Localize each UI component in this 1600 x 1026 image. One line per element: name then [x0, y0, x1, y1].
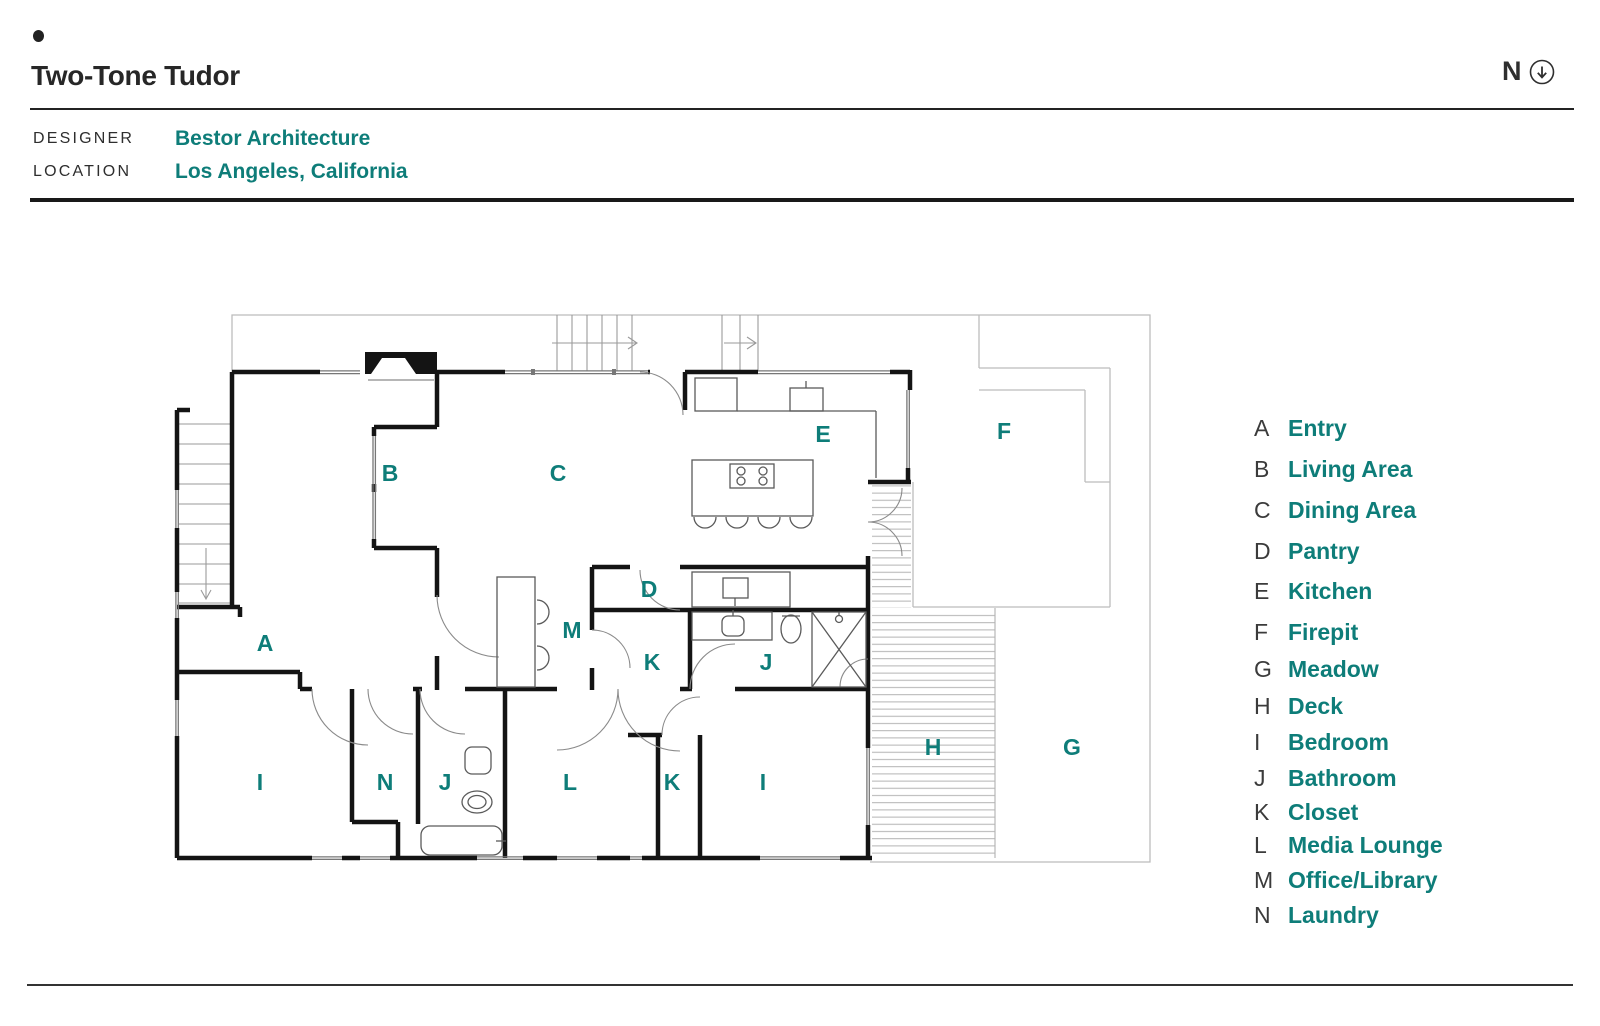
legend-key: B	[1254, 456, 1270, 482]
legend-key: H	[1254, 693, 1271, 719]
room-label-living: B	[382, 460, 399, 486]
legend-label: Dining Area	[1288, 497, 1417, 523]
legend-label: Firepit	[1288, 619, 1359, 645]
legend-label: Office/Library	[1288, 867, 1438, 893]
room-label-closet-2: K	[664, 769, 681, 795]
legend-row-deck: H Deck	[1254, 693, 1343, 721]
circled-down-arrow-icon	[1529, 59, 1555, 85]
legend-label: Media Lounge	[1288, 832, 1443, 858]
legend-key: A	[1254, 415, 1270, 441]
legend-key: J	[1254, 765, 1266, 791]
footer-divider	[27, 984, 1573, 986]
legend-row-firepit: F Firepit	[1254, 619, 1358, 647]
legend-row-dining: C Dining Area	[1254, 497, 1416, 525]
fixtures	[420, 377, 877, 856]
room-legend: A Entry B Living Area C Dining Area D Pantry…	[1254, 0, 1584, 1026]
room-label-bathroom-1: J	[760, 649, 773, 675]
legend-row-entry: A Entry	[1254, 415, 1347, 443]
legend-key: M	[1254, 867, 1274, 893]
legend-key: C	[1254, 497, 1271, 523]
interior-stairs	[179, 423, 230, 604]
north-indicator: N	[1502, 58, 1555, 85]
page-title: Two-Tone Tudor	[31, 60, 240, 91]
legend-label: Living Area	[1288, 456, 1413, 482]
room-label-laundry: N	[377, 769, 394, 795]
windows	[175, 369, 910, 860]
legend-row-laundry: N Laundry	[1254, 902, 1379, 930]
room-labels: A B C D E F G H M K J I N J L K I	[257, 418, 1081, 795]
legend-row-kitchen: E Kitchen	[1254, 578, 1372, 606]
designer-value[interactable]: Bestor Architecture	[175, 126, 371, 150]
room-label-meadow: G	[1063, 734, 1081, 760]
legend-label: Pantry	[1288, 538, 1360, 564]
legend-key: G	[1254, 656, 1272, 682]
floor-plan-drawing: A B C D E F G H M K J I N J L K I	[174, 314, 1151, 863]
legend-row-bedroom: I Bedroom	[1254, 729, 1389, 757]
room-label-deck: H	[925, 734, 942, 760]
room-label-entry: A	[257, 630, 274, 656]
firepit-outline	[912, 315, 1111, 608]
legend-label: Bathroom	[1288, 765, 1397, 791]
designer-label: DESIGNER	[33, 129, 135, 147]
legend-key: E	[1254, 578, 1270, 604]
room-label-bedroom-2: I	[760, 769, 766, 795]
legend-label: Entry	[1288, 415, 1347, 441]
room-label-media-lounge: L	[563, 769, 577, 795]
legend-label: Closet	[1288, 799, 1359, 825]
legend-label: Laundry	[1288, 902, 1379, 928]
legend-row-media-lounge: L Media Lounge	[1254, 832, 1443, 860]
legend-row-office-library: M Office/Library	[1254, 867, 1438, 895]
floor-plan: A B C D E F G H M K J I N J L K I	[160, 300, 1170, 875]
room-label-firepit: F	[997, 418, 1011, 444]
north-label: N	[1502, 56, 1522, 86]
designer-row: DESIGNER Bestor Architecture	[33, 122, 408, 155]
meta-divider	[30, 198, 1574, 202]
legend-row-living: B Living Area	[1254, 456, 1412, 484]
legend-key: F	[1254, 619, 1269, 645]
meta-block: DESIGNER Bestor Architecture LOCATION Lo…	[33, 122, 408, 188]
room-label-pantry: D	[641, 576, 658, 602]
location-row: LOCATION Los Angeles, California	[33, 155, 408, 188]
legend-label: Meadow	[1288, 656, 1379, 682]
legend-key: D	[1254, 538, 1271, 564]
legend-row-meadow: G Meadow	[1254, 656, 1379, 684]
outdoor-steps	[552, 315, 759, 371]
room-label-closet-1: K	[644, 649, 661, 675]
room-label-bathroom-2: J	[439, 769, 452, 795]
legend-label: Bedroom	[1288, 729, 1389, 755]
legend-row-pantry: D Pantry	[1254, 538, 1360, 566]
legend-key: I	[1254, 729, 1261, 755]
door-arcs	[311, 371, 903, 752]
room-label-dining: C	[550, 460, 567, 486]
legend-label: Kitchen	[1288, 578, 1373, 604]
fireplace	[365, 352, 437, 381]
bullet-dot	[33, 30, 44, 42]
header-divider	[30, 108, 1574, 110]
legend-row-bathroom: J Bathroom	[1254, 765, 1397, 793]
location-value[interactable]: Los Angeles, California	[175, 159, 408, 183]
room-label-kitchen: E	[815, 421, 830, 447]
location-label: LOCATION	[33, 162, 132, 180]
legend-key: N	[1254, 902, 1271, 928]
site-boundary	[231, 314, 1151, 863]
legend-key: L	[1254, 832, 1267, 858]
deck-hatch	[872, 484, 995, 858]
legend-row-closet: K Closet	[1254, 799, 1358, 827]
room-label-bedroom-1: I	[257, 769, 263, 795]
legend-key: K	[1254, 799, 1270, 825]
walls	[174, 369, 913, 861]
room-label-office: M	[562, 617, 581, 643]
legend-label: Deck	[1288, 693, 1343, 719]
